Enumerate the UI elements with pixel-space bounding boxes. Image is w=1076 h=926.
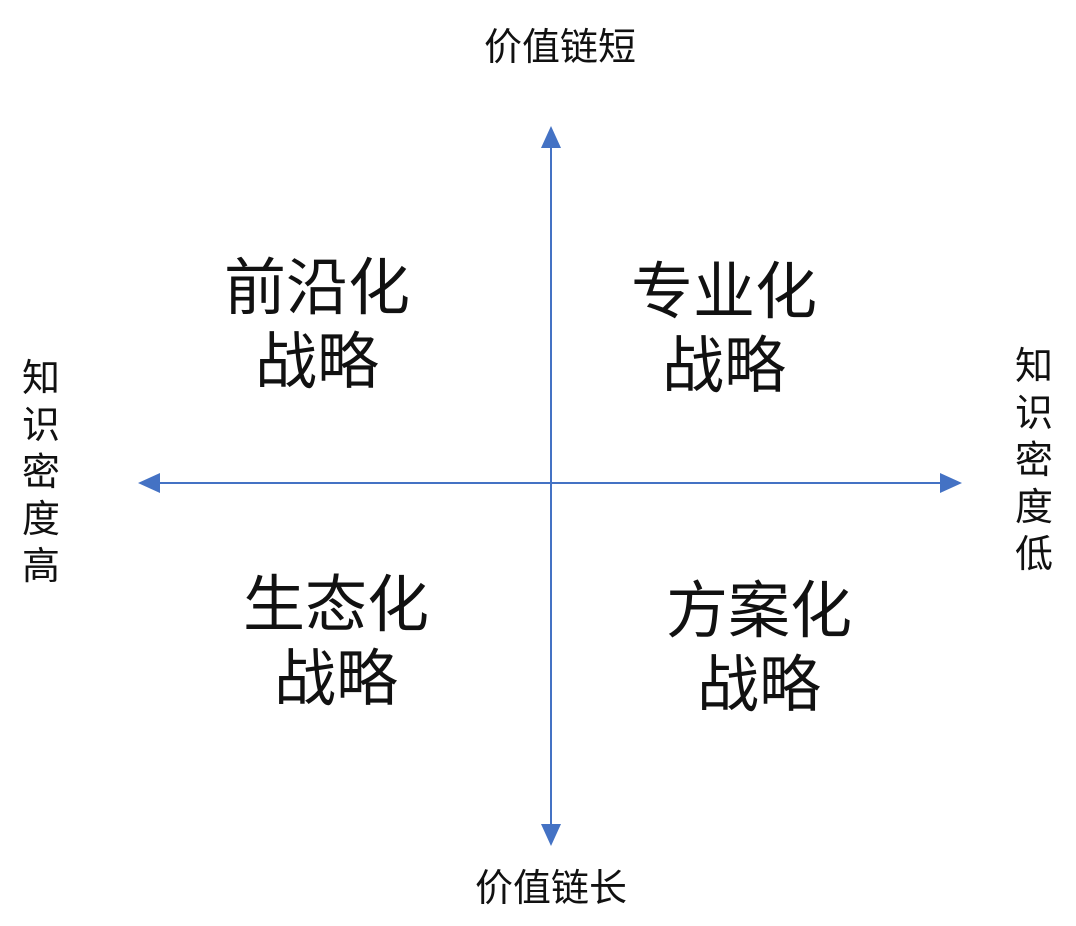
up-arrow-head: [541, 126, 561, 148]
axis-label-top: 价值链短: [483, 25, 637, 69]
quadrant-bottom-right: 方案化 战略: [629, 574, 889, 722]
quadrant-subtitle: 战略: [273, 642, 398, 715]
down-arrow-head: [541, 824, 561, 846]
quadrant-top-left: 前沿化 战略: [187, 251, 447, 399]
quadrant-title: 方案化: [665, 574, 852, 647]
quadrant-subtitle: 战略: [696, 648, 821, 721]
quadrant-subtitle: 战略: [254, 325, 379, 398]
axis-label-right: 知识密度低: [1014, 344, 1053, 576]
quadrant-title: 前沿化: [223, 251, 410, 324]
quadrant-top-right: 专业化 战略: [594, 255, 854, 403]
quadrant-title: 生态化: [242, 568, 429, 641]
axis-label-left: 知识密度高: [21, 356, 60, 588]
left-arrow-head: [138, 473, 160, 493]
quadrant-subtitle: 战略: [661, 329, 786, 402]
right-arrow-head: [940, 473, 962, 493]
axis-label-bottom: 价值链长: [474, 866, 628, 910]
quadrant-bottom-left: 生态化 战略: [206, 568, 466, 716]
quadrant-title: 专业化: [630, 255, 817, 328]
